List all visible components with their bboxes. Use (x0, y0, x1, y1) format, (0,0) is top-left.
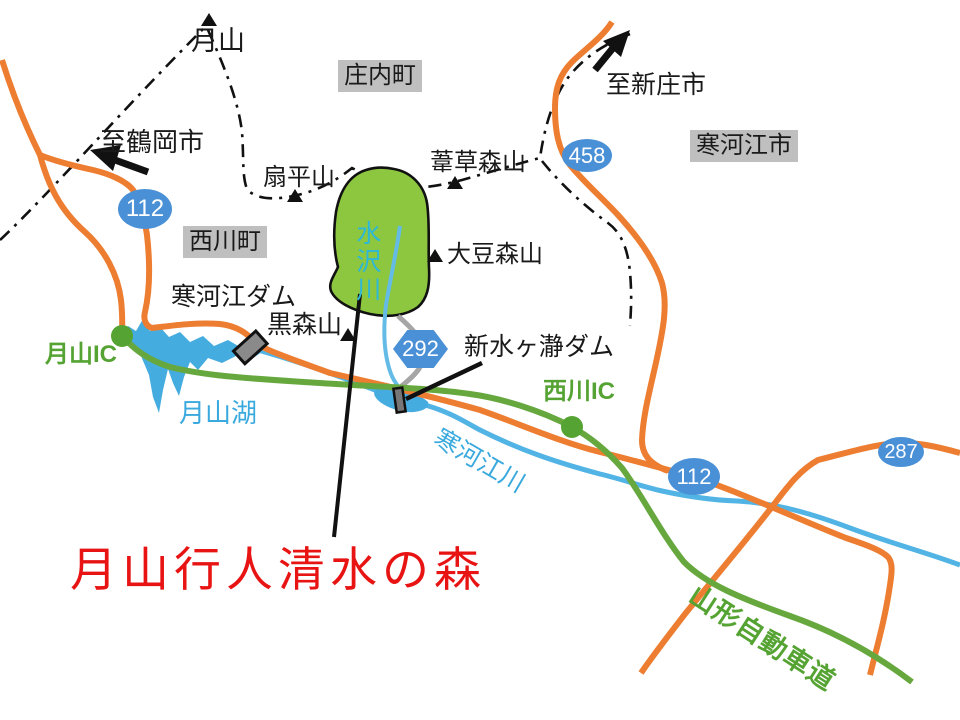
ic-dot-gassan (111, 325, 133, 347)
arrow-to-shinjo-head (603, 30, 630, 57)
route-458-road (551, 20, 670, 474)
peak-triangle-kuromori (340, 328, 356, 341)
pointer-line-forest (332, 293, 362, 538)
municipality-label-shonai: 庄内町 (338, 60, 422, 92)
dam-label-shinmizugatoro: 新水ヶ瀞ダム (464, 333, 615, 361)
dam-label-sagae: 寒河江ダム (171, 283, 297, 311)
forest-area-shape (328, 166, 431, 318)
route-112-west-road (0, 59, 126, 337)
mountain-label-ogidaira: 扇平山 (263, 164, 335, 191)
mountain-label-kuromori: 黒森山 (267, 311, 343, 339)
peak-triangle-ogidaira (287, 189, 303, 202)
mountain-label-daizumori: 大豆森山 (447, 241, 543, 268)
arrow-to-tsuruoka-head (90, 145, 121, 171)
route-badge-112-south: 112 (668, 458, 720, 495)
ic-label-nishikawa: 西川IC (543, 378, 615, 405)
peak-triangle-yoshikusa (447, 176, 463, 189)
water-label-mizusawa-river: 水沢川 (352, 220, 381, 304)
dam-marker-sagae (231, 328, 270, 366)
municipal-boundary-line-east (540, 160, 633, 327)
direction-label-tsuruoka: 至鶴岡市 (100, 127, 205, 157)
page-title: 月山行人清水の森 (70, 543, 486, 596)
mountain-label-yoshikusa: 葦草森山 (430, 149, 526, 176)
route-badge-458: 458 (562, 139, 612, 172)
peak-triangle-gassan (201, 13, 217, 26)
gassan-lake-shape (120, 319, 262, 413)
route-112-main-road (38, 152, 895, 676)
municipal-boundary-line-west (0, 26, 206, 241)
municipality-label-nishikawa-town: 西川町 (183, 226, 267, 258)
mountain-label-gassan: 月山 (191, 26, 245, 56)
water-label-gassan-lake: 月山湖 (179, 398, 258, 428)
direction-label-shinjo: 至新庄市 (606, 71, 707, 99)
municipality-label-sagae-city: 寒河江市 (690, 130, 798, 162)
route-badge-287: 287 (878, 437, 924, 467)
ic-dot-nishikawa (561, 416, 583, 438)
arrow-to-tsuruoka (113, 156, 150, 176)
ic-label-gassan: 月山IC (45, 341, 117, 368)
route-badge-112-west: 112 (118, 189, 172, 229)
pointer-line-dam (405, 360, 483, 402)
peak-triangle-daizumori (427, 249, 443, 262)
dam-marker-shinmizugatoro (391, 386, 408, 414)
arrow-to-shinjo (592, 45, 616, 73)
